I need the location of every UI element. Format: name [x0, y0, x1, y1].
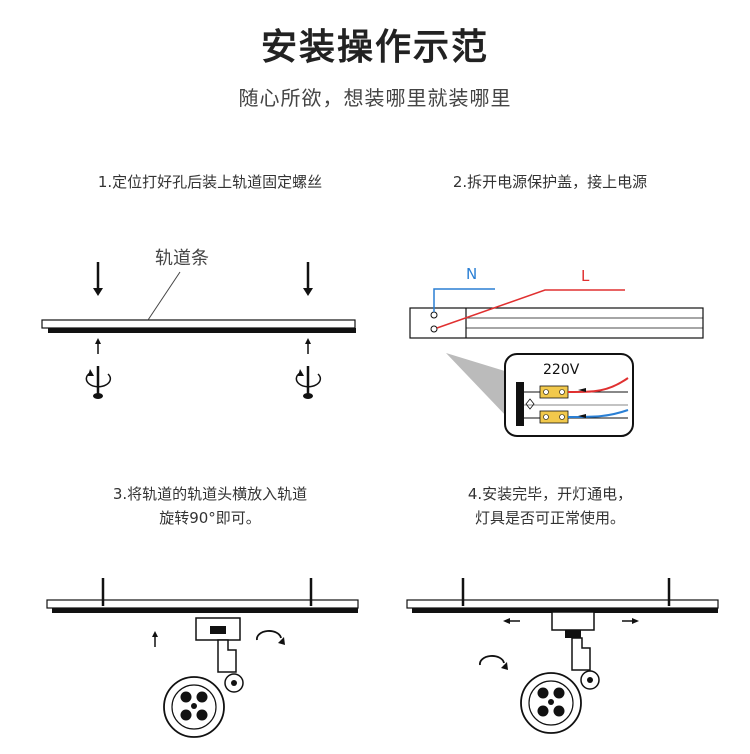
arrow-up-icon [152, 631, 158, 647]
track-end-bar [409, 307, 704, 339]
step4-caption-line1: 4.安装完毕，开灯通电， [467, 485, 633, 503]
wire-live [436, 289, 625, 329]
spotlight-fixture [520, 611, 600, 734]
track-annotation: 轨道条 [155, 248, 209, 269]
arrow-right-icon [622, 618, 639, 624]
step3-caption: 3.将轨道的轨道头横放入轨道 旋转90°即可。 [40, 482, 380, 530]
voltage-label: 220V [543, 362, 580, 378]
step4-diagram [406, 578, 719, 734]
arrow-up-left-icon [95, 338, 101, 354]
led-icon [196, 709, 208, 721]
step3-caption-line1: 3.将轨道的轨道头横放入轨道 [112, 485, 308, 503]
rotate-screw-left-icon [85, 366, 112, 399]
page-title: 安装操作示范 [260, 27, 489, 68]
step1-caption: 1.定位打好孔后装上轨道固定螺丝 [97, 173, 323, 191]
rotate-screw-right-icon [295, 366, 322, 399]
step1-diagram: 轨道条 [41, 248, 356, 399]
led-icon [537, 687, 549, 699]
led-icon [553, 705, 565, 717]
led-icon [196, 691, 208, 703]
arrow-up-right-icon [305, 338, 311, 354]
zoom-callout-wedge [446, 353, 508, 418]
step4-caption: 4.安装完毕，开灯通电， 灯具是否可正常使用。 [380, 482, 720, 530]
led-icon [548, 699, 554, 705]
step2-caption: 2.拆开电源保护盖，接上电源 [452, 173, 648, 191]
step4-caption-line2: 灯具是否可正常使用。 [474, 509, 625, 527]
rotate-icon [479, 655, 508, 670]
step3-caption-line2: 旋转90°即可。 [159, 509, 261, 527]
track-bar [41, 319, 356, 333]
led-icon [553, 687, 565, 699]
terminal-zoom-detail: 220V [504, 353, 634, 437]
led-icon [180, 709, 192, 721]
track-bar [46, 599, 359, 613]
screw-down-left-icon [93, 262, 103, 296]
step2-diagram: N L 220V [409, 265, 704, 437]
spotlight-fixture [163, 617, 244, 738]
led-icon [537, 705, 549, 717]
wire-n-label: N [466, 265, 477, 283]
screw-down-right-icon [303, 262, 313, 296]
page-subtitle: 随心所欲，想装哪里就装哪里 [238, 86, 512, 110]
annotation-leader-line [147, 271, 181, 321]
wire-neutral [433, 288, 495, 312]
arrow-left-icon [503, 618, 520, 624]
rotate-icon [256, 630, 285, 645]
wire-l-label: L [581, 267, 590, 285]
step3-diagram [46, 578, 359, 738]
track-adapter [551, 611, 595, 631]
track-bar [406, 599, 719, 613]
led-icon [191, 703, 197, 709]
led-icon [180, 691, 192, 703]
